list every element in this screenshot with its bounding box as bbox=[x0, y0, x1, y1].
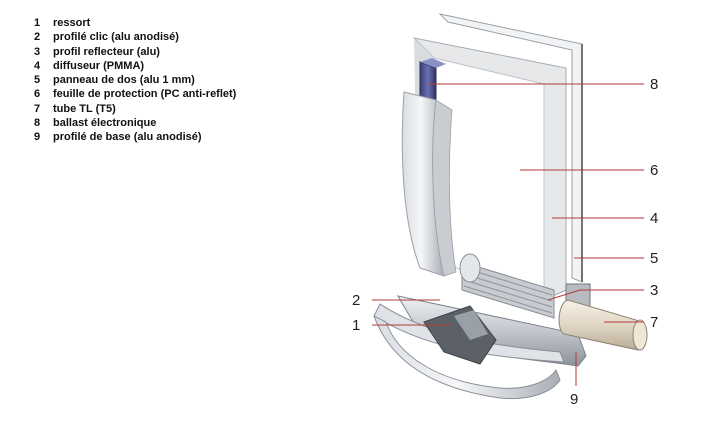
legend-label: feuille de protection (PC anti-reflet) bbox=[53, 88, 237, 101]
callout-2: 2 bbox=[352, 292, 360, 309]
legend-item: 7 tube TL (T5) bbox=[34, 102, 236, 116]
leader-line-3 bbox=[547, 289, 581, 301]
callout-8: 8 bbox=[650, 76, 658, 93]
lamp-holder-ribs bbox=[463, 267, 553, 314]
legend-label: panneau de dos (alu 1 mm) bbox=[53, 74, 195, 87]
holder-cap bbox=[459, 253, 481, 283]
legend-number: 6 bbox=[34, 88, 41, 101]
lamp-holder bbox=[461, 261, 555, 319]
legend-item: 6 feuille de protection (PC anti-reflet) bbox=[34, 87, 236, 101]
callout-4: 4 bbox=[650, 210, 658, 227]
legend-number: 3 bbox=[34, 45, 41, 58]
legend-label: ballast électronique bbox=[53, 117, 157, 130]
legend-label: profilé clic (alu anodisé) bbox=[53, 31, 179, 44]
reflector-inner bbox=[432, 99, 457, 277]
legend-item: 2 profilé clic (alu anodisé) bbox=[34, 30, 236, 44]
legend-item: 9 profilé de base (alu anodisé) bbox=[34, 130, 236, 144]
legend-label: tube TL (T5) bbox=[53, 102, 116, 115]
legend-item: 5 panneau de dos (alu 1 mm) bbox=[34, 73, 236, 87]
legend-item: 4 diffuseur (PMMA) bbox=[34, 59, 236, 73]
callout-1: 1 bbox=[352, 317, 360, 334]
callout-3: 3 bbox=[650, 282, 658, 299]
callout-5: 5 bbox=[650, 250, 658, 267]
legend-number: 4 bbox=[34, 59, 41, 72]
spring-highlight bbox=[454, 310, 488, 340]
legend-number: 2 bbox=[34, 31, 41, 44]
legend-label: profilé de base (alu anodisé) bbox=[53, 131, 202, 144]
component-legend: 1 ressort 2 profilé clic (alu anodisé) 3 pr… bbox=[34, 16, 236, 145]
legend-number: 8 bbox=[34, 117, 41, 130]
legend-label: profil reflecteur (alu) bbox=[53, 45, 160, 58]
callout-6: 6 bbox=[650, 162, 658, 179]
legend-item: 8 ballast électronique bbox=[34, 116, 236, 130]
reflector-shell bbox=[373, 314, 561, 400]
legend-number: 5 bbox=[34, 74, 41, 87]
tube-end bbox=[632, 319, 648, 351]
callout-9: 9 bbox=[570, 391, 578, 408]
ballast-top bbox=[420, 58, 446, 68]
legend-item: 1 ressort bbox=[34, 16, 236, 30]
clip-profile bbox=[373, 303, 565, 363]
callout-7: 7 bbox=[650, 314, 658, 331]
legend-number: 1 bbox=[34, 17, 41, 29]
legend-label: diffuseur (PMMA) bbox=[53, 59, 145, 72]
legend-item: 3 profil reflecteur (alu) bbox=[34, 45, 236, 59]
legend-number: 9 bbox=[34, 131, 41, 144]
legend-number: 7 bbox=[34, 102, 41, 115]
legend-label: ressort bbox=[53, 17, 91, 29]
